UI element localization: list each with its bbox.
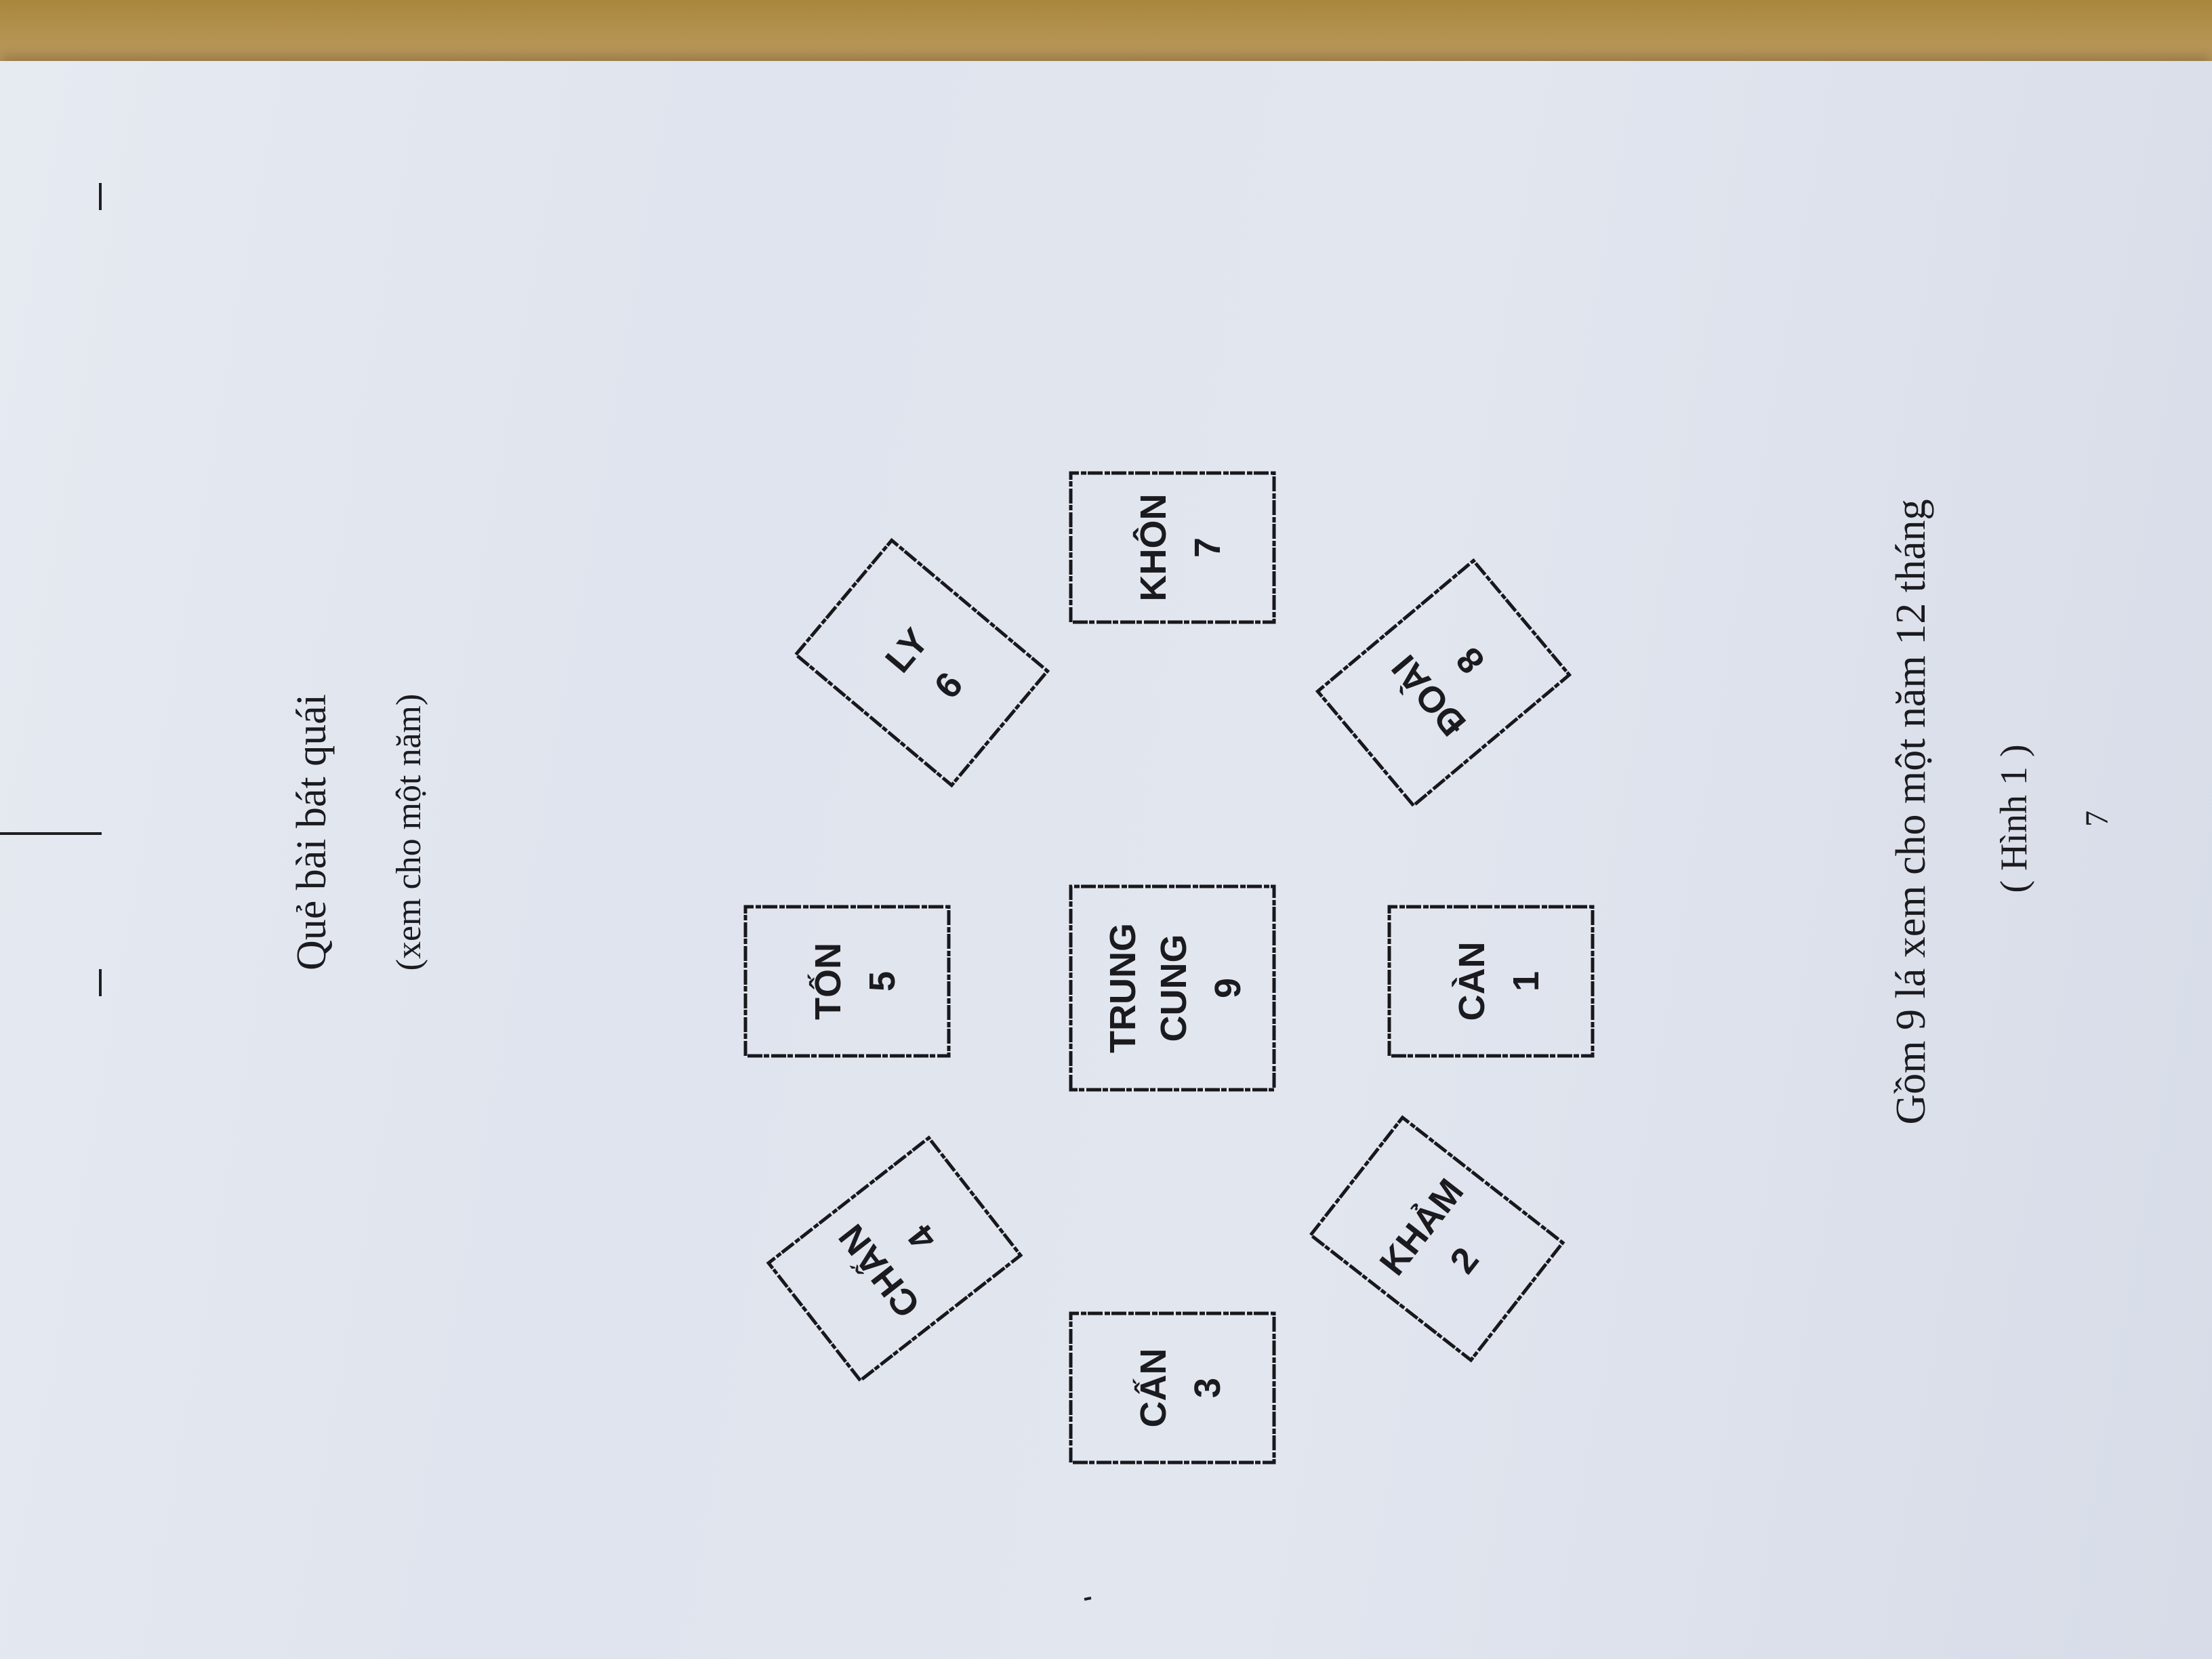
- card-kham-number: 2: [1442, 1240, 1487, 1282]
- card-can3-number: 3: [1187, 1378, 1228, 1398]
- card-ton: TỐN 5: [743, 905, 951, 1058]
- card-ton-name: TỐN: [808, 943, 848, 1020]
- page-number: 7: [2079, 811, 2115, 827]
- card-doai: ĐOÀI 8: [1315, 558, 1572, 808]
- card-trung-cung-number: 9: [1208, 978, 1248, 998]
- card-ly: LY 6: [793, 537, 1050, 788]
- figure-caption: Gồm 9 lá xem cho một năm 12 tháng: [1888, 499, 1934, 1125]
- card-trung-cung-line2: CUNG: [1153, 935, 1194, 1042]
- card-can3-name: CẤN: [1133, 1349, 1174, 1428]
- card-can1-number: 1: [1506, 971, 1547, 991]
- card-ly-number: 6: [926, 665, 970, 707]
- card-khon: KHÔN 7: [1069, 471, 1276, 624]
- page-title: Quẻ bài bát quái: [289, 694, 335, 970]
- card-can1: CÀN 1: [1387, 905, 1595, 1058]
- card-trung-cung-line1: TRUNG: [1103, 923, 1143, 1053]
- card-khon-number: 7: [1187, 537, 1228, 558]
- card-can3: CẤN 3: [1069, 1311, 1276, 1465]
- card-chan-number: 4: [900, 1217, 945, 1258]
- card-chan: CHẤN 4: [766, 1135, 1023, 1383]
- card-ly-name: LY: [878, 621, 937, 680]
- card-ton-number: 5: [862, 971, 903, 991]
- card-trung-cung: TRUNG CUNG 9: [1069, 884, 1276, 1092]
- card-kham: KHẢM 2: [1308, 1115, 1565, 1363]
- scan-mark: [1084, 1597, 1092, 1601]
- figure-label: ( Hình 1 ): [1993, 744, 2035, 893]
- card-can1-name: CÀN: [1452, 942, 1492, 1021]
- page-subtitle: (xem cho một năm): [390, 694, 428, 971]
- card-khon-name: KHÔN: [1132, 494, 1174, 602]
- card-doai-number: 8: [1448, 640, 1492, 682]
- paper-sheet: [0, 61, 2212, 1659]
